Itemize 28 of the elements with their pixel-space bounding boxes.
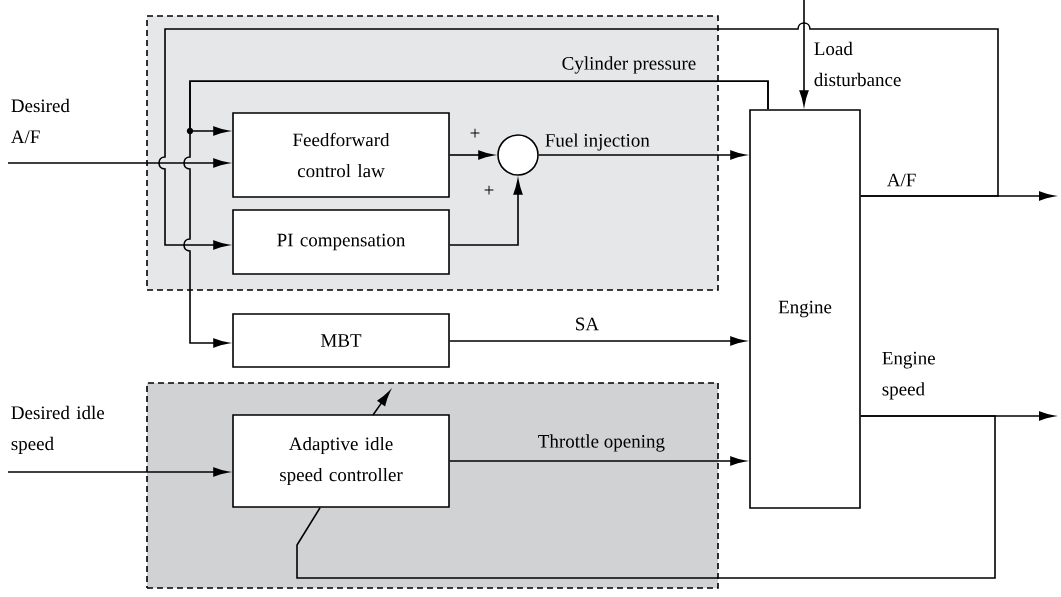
arrow [449, 456, 746, 466]
feedback-line [296, 415, 996, 579]
signal-label: A/F [887, 173, 916, 187]
arrow [449, 336, 746, 346]
arrow [158, 22, 999, 250]
sign-label: + [484, 185, 494, 195]
arrow [7, 467, 229, 477]
signal-label: SA [576, 317, 599, 331]
arrow [7, 158, 229, 168]
block-box: PI compensation [232, 209, 450, 275]
input-label: Desired idle speed [11, 405, 105, 454]
arrow [538, 150, 746, 160]
signal-label: Throttle opening [538, 434, 665, 452]
signal-label: Cylinder pressure [562, 56, 696, 74]
block-box: Engine [749, 109, 861, 509]
input-label: Desired A/F [11, 98, 70, 144]
arrow [799, 0, 809, 106]
sign-label: + [470, 128, 480, 138]
arrow [449, 179, 523, 246]
arrow [449, 150, 494, 160]
block-box: Adaptive idle speed controller [232, 414, 450, 508]
arrow [183, 80, 769, 348]
signal-label: Load disturbance [814, 41, 901, 87]
signal-label: Fuel injection [545, 133, 650, 151]
summing-junction [497, 134, 539, 176]
signal-label: Engine speed [882, 351, 935, 400]
block-box: Feedforward control law [232, 112, 450, 198]
block-box: MBT [232, 313, 450, 368]
